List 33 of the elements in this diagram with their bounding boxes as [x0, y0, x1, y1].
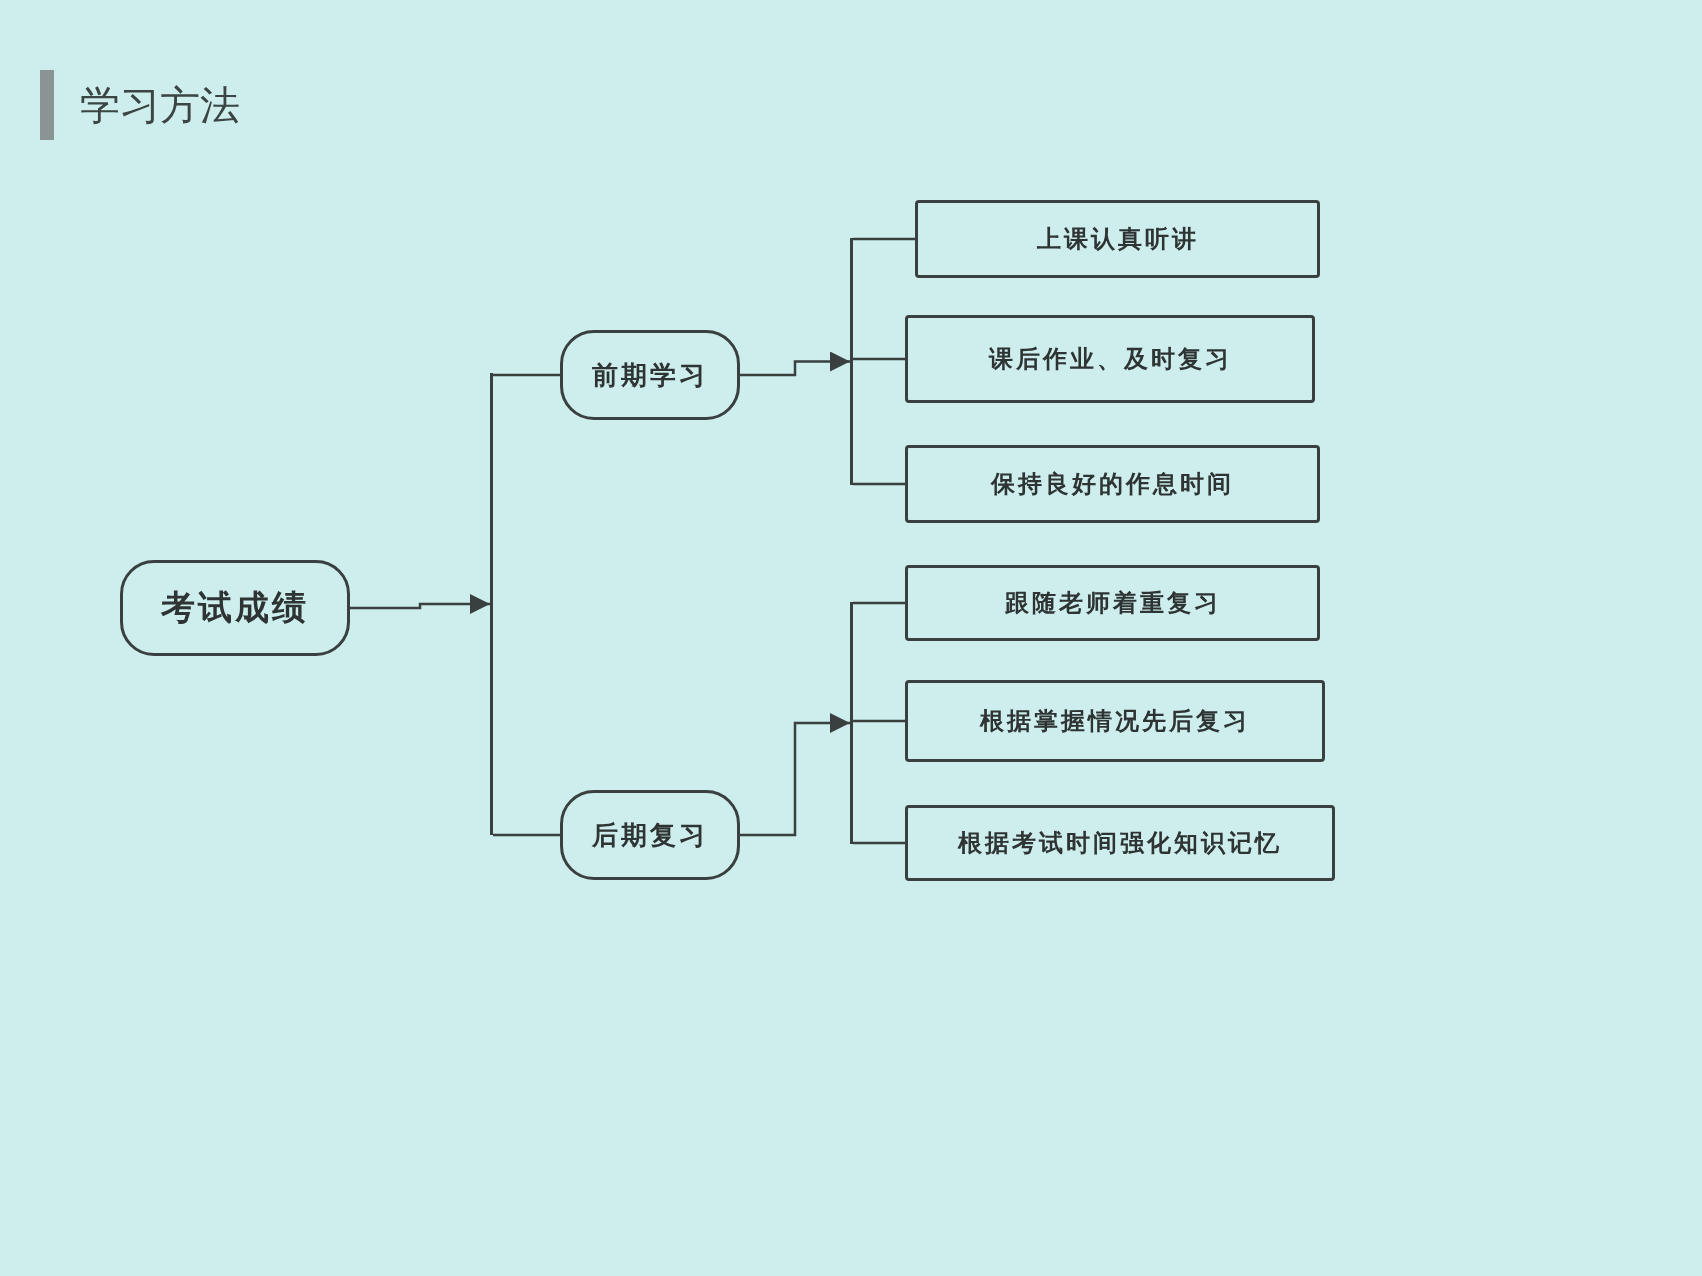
node-label: 根据考试时间强化知识记忆	[958, 827, 1282, 859]
rounded-box	[560, 790, 740, 880]
connector	[493, 373, 560, 377]
connector	[853, 482, 905, 486]
connector	[740, 351, 850, 377]
process-box	[905, 445, 1320, 523]
process-box	[905, 565, 1320, 641]
node-label: 上课认真听讲	[1036, 223, 1199, 255]
rounded-box	[560, 330, 740, 420]
rounded-box	[120, 560, 350, 656]
process-box	[905, 680, 1325, 762]
bracket-line	[850, 238, 853, 485]
connector	[853, 357, 905, 361]
node-label: 考试成绩	[161, 586, 309, 629]
connector	[493, 833, 560, 837]
node-label: 根据掌握情况先后复习	[980, 705, 1250, 737]
node-label: 保持良好的作息时间	[991, 468, 1234, 500]
node-label: 前期学习	[592, 358, 708, 392]
bracket-line	[490, 373, 493, 835]
node-label: 跟随老师着重复习	[1004, 587, 1221, 619]
node-label: 后期复习	[592, 818, 708, 852]
connector	[350, 594, 490, 614]
connector	[853, 719, 905, 723]
connector	[740, 713, 850, 837]
connector	[853, 237, 915, 241]
bracket-line	[850, 602, 853, 844]
process-box	[915, 200, 1320, 278]
process-box	[905, 315, 1315, 403]
process-box	[905, 805, 1335, 881]
slide-title: 学习方法	[80, 81, 240, 130]
connector	[853, 601, 905, 605]
node-label: 课后作业、及时复习	[988, 343, 1232, 375]
connector	[853, 841, 905, 845]
